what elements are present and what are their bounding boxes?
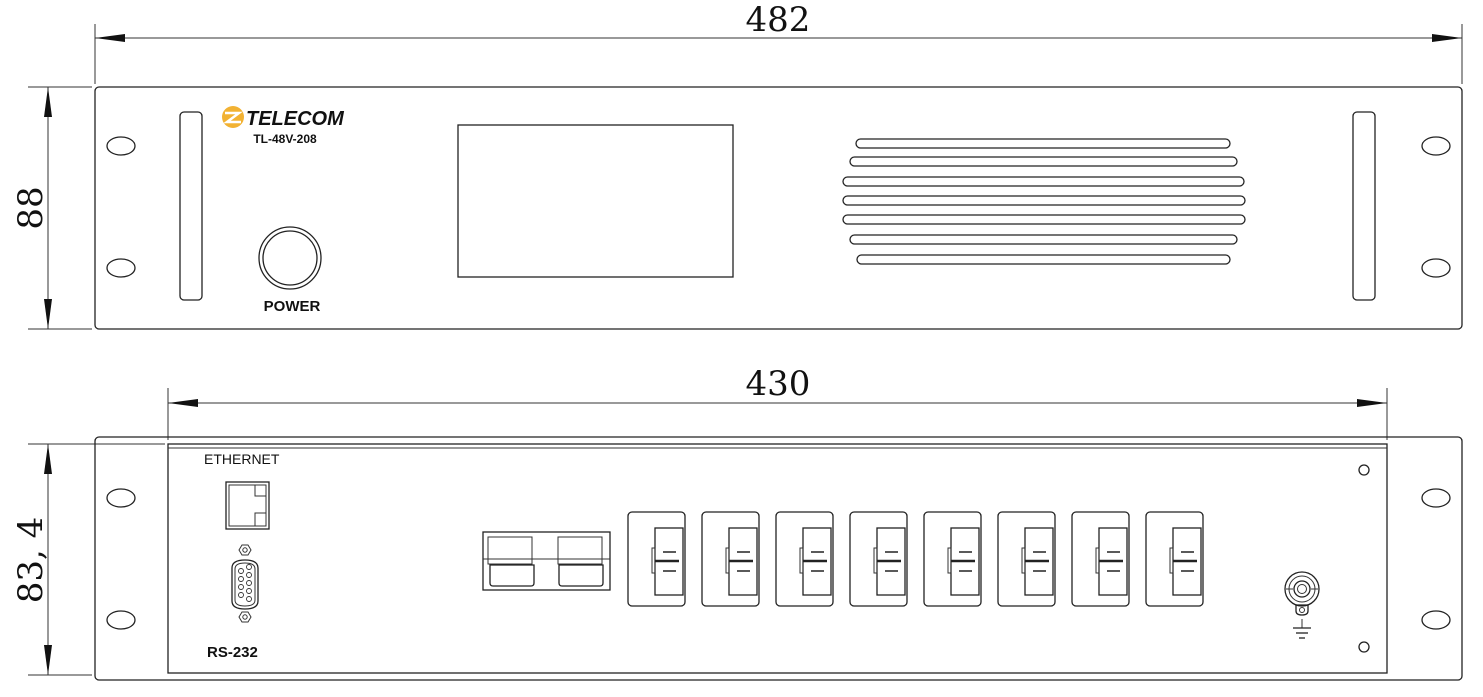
mounting-hole — [106, 610, 136, 630]
dc-power-connector[interactable] — [482, 531, 611, 591]
dimension-front-width: 482 — [94, 0, 1463, 84]
screw-hole — [1358, 641, 1370, 653]
circuit-breaker[interactable] — [849, 511, 908, 607]
ground-symbol-icon — [1293, 619, 1311, 639]
dimension-rear-width: 430 — [167, 364, 1388, 440]
circuit-breakers — [627, 511, 1204, 607]
circuit-breaker[interactable] — [701, 511, 760, 607]
mounting-hole — [1421, 258, 1451, 278]
rear-width-label: 430 — [746, 364, 811, 404]
circuit-breaker[interactable] — [923, 511, 982, 607]
power-label: POWER — [264, 298, 321, 315]
brand-name: TELECOM — [246, 108, 345, 130]
handle-left — [179, 111, 203, 301]
handle-right — [1352, 111, 1376, 301]
mounting-hole — [106, 136, 136, 156]
mounting-hole — [1421, 136, 1451, 156]
mounting-hole — [106, 258, 136, 278]
circuit-breaker[interactable] — [627, 511, 686, 607]
rs232-port[interactable] — [231, 544, 259, 623]
circuit-breaker[interactable] — [1145, 511, 1204, 607]
circuit-breaker[interactable] — [997, 511, 1056, 607]
ethernet-port[interactable] — [225, 481, 270, 530]
circuit-breaker[interactable] — [1071, 511, 1130, 607]
front-width-label: 482 — [746, 0, 811, 40]
screw-hole — [1358, 464, 1370, 476]
dimension-front-height: 88 — [11, 86, 92, 330]
mounting-hole — [1421, 488, 1451, 508]
display-screen — [457, 124, 734, 278]
front-panel: TELECOM TL-48V-208 POWER — [94, 86, 1463, 330]
rs232-label: RS-232 — [207, 644, 258, 661]
front-height-label: 88 — [11, 186, 51, 229]
model-number: TL-48V-208 — [253, 132, 317, 146]
rear-height-label: 83, 4 — [11, 517, 51, 604]
mounting-hole — [106, 488, 136, 508]
mounting-hole — [1421, 610, 1451, 630]
ventilation-grille — [842, 138, 1246, 265]
brand-logo: TELECOM — [222, 106, 345, 130]
circuit-breaker[interactable] — [775, 511, 834, 607]
ground-terminal[interactable] — [1284, 571, 1320, 616]
rear-panel: ETHERNET RS-232 — [94, 436, 1463, 681]
dimension-rear-height: 83, 4 — [11, 443, 165, 676]
power-button[interactable] — [258, 226, 322, 290]
ethernet-label: ETHERNET — [204, 451, 280, 467]
